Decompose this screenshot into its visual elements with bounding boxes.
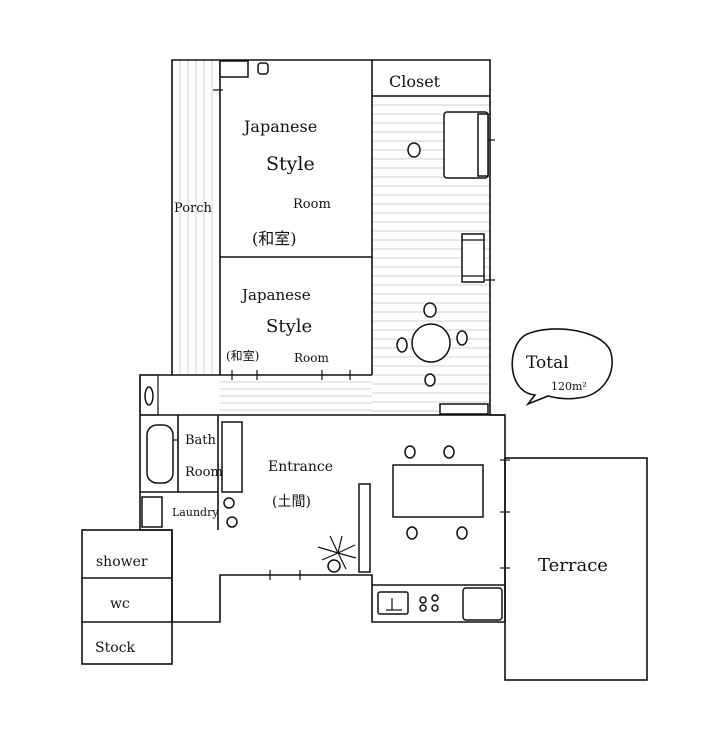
porch-label: Porch: [174, 201, 213, 216]
shoe-rack: [358, 483, 371, 573]
basin: [226, 516, 238, 528]
japanese-room-1-line3: Room: [293, 197, 331, 212]
dining-table: [392, 464, 484, 518]
shower-label: shower: [96, 554, 148, 570]
chair: [404, 445, 416, 459]
furniture: [141, 60, 505, 621]
terrace-outline: [504, 457, 648, 681]
cushion: [257, 62, 269, 75]
japanese-room-2-kanji: (和室): [226, 348, 259, 363]
total-bubble-outline: [511, 328, 613, 406]
bath-room-line1: Bath: [185, 433, 217, 448]
bathtub: [146, 424, 174, 484]
potted-plant: [317, 535, 357, 573]
chair: [443, 445, 455, 459]
chair: [456, 526, 468, 540]
total-area: 120m²: [551, 380, 587, 393]
total-bubble: Total 120m²: [511, 328, 613, 406]
japanese-room-2-line1: Japanese: [240, 286, 311, 304]
chair: [406, 526, 418, 540]
japanese-room-1-line2: Style: [266, 153, 315, 175]
wc-label: wc: [110, 596, 130, 612]
chair: [456, 330, 468, 346]
stove-burner: [431, 594, 439, 602]
laundry-label: Laundry: [172, 506, 219, 519]
niche: [139, 374, 159, 416]
fridge: [462, 587, 503, 621]
bath-room-line2: Room: [185, 465, 223, 480]
japanese-room-2-line3: Room: [294, 351, 329, 365]
sink: [377, 591, 409, 615]
entrance-line1: Entrance: [268, 459, 333, 475]
tokonoma-shelf: [219, 60, 249, 78]
bath-counter: [221, 421, 243, 493]
armchair-back: [477, 113, 489, 177]
stove-burner: [419, 604, 427, 612]
room-labels: Closet Porch Japanese Style Room (和室) Ja…: [95, 72, 608, 656]
toilet: [144, 386, 154, 406]
bench: [461, 233, 485, 283]
stove-burner: [431, 604, 439, 612]
shower-wc-stock-block: [81, 529, 173, 665]
stove-burner: [419, 596, 427, 604]
stool: [407, 142, 421, 158]
round-table: [411, 323, 451, 363]
japanese-room-2-line2: Style: [266, 316, 312, 337]
walls: [81, 59, 648, 681]
japanese-room-1-line1: Japanese: [242, 117, 317, 136]
chair: [396, 337, 408, 353]
laundry-machine: [141, 496, 163, 528]
laundry-plant: [223, 497, 235, 509]
chair: [423, 302, 437, 318]
closet-label: Closet: [389, 72, 441, 91]
low-bench: [439, 403, 489, 415]
stock-label: Stock: [95, 640, 135, 656]
chair: [424, 373, 436, 387]
terrace-label: Terrace: [538, 555, 608, 576]
total-label: Total: [526, 353, 569, 373]
japanese-room-1-kanji: (和室): [252, 229, 297, 248]
entrance-line2: (土間): [272, 494, 311, 510]
